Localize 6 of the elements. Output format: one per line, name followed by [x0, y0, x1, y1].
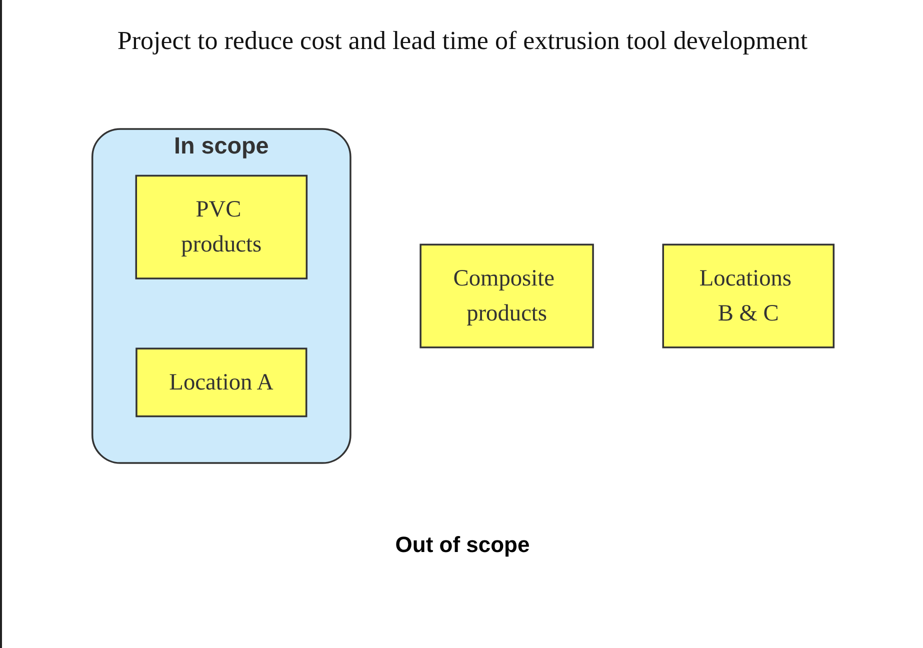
node-box: PVC products [134, 174, 308, 280]
section-heading: Out of scope [395, 532, 530, 558]
node-box: Locations B & C [662, 244, 834, 348]
node-box: Location A [135, 348, 307, 418]
diagram-title: Project to reduce cost and lead time of extrusion tool development [117, 26, 808, 56]
node-box: Composite products [419, 244, 594, 348]
